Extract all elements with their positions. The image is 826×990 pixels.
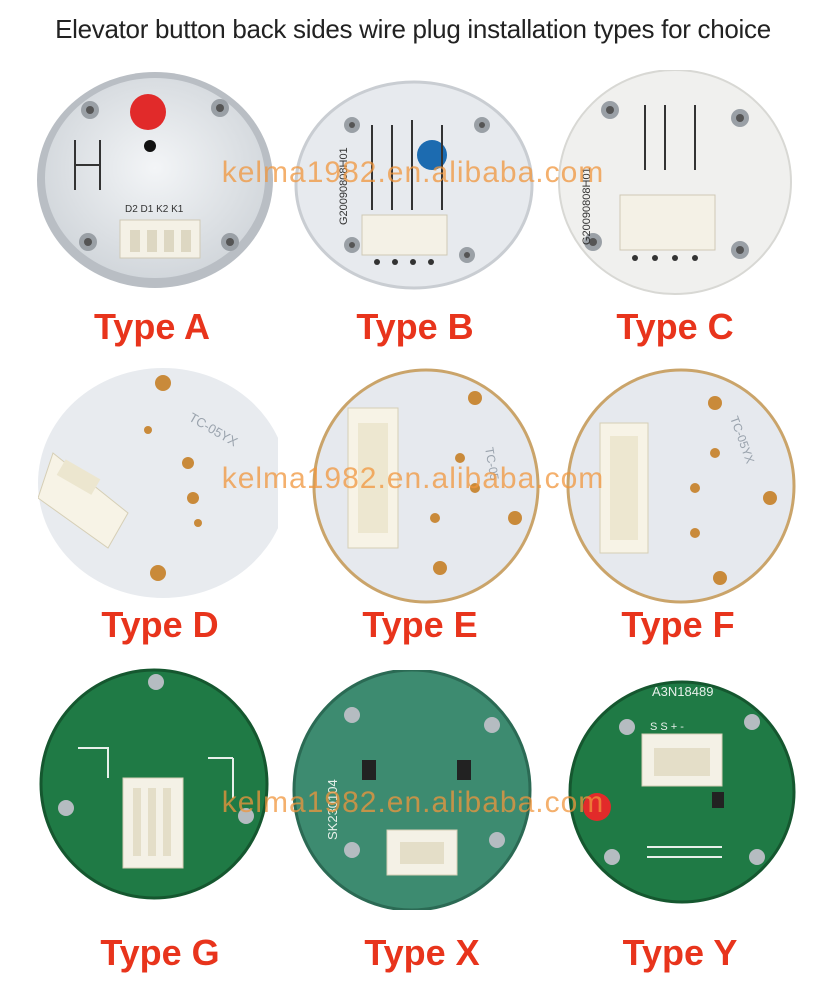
photo-type-b: G20090808H01 [292,80,537,295]
label-type-e: Type E [362,604,478,645]
photo-type-f: TC-05YX [565,368,797,604]
y-pin-marks: S S + - [650,721,684,733]
photo-type-a: D2 D1 K2 K1 [30,70,275,295]
label-type-y: Type Y [622,932,738,973]
label-type-b: Type B [356,306,474,347]
photo-type-g [38,668,270,900]
b-board-code: G20090808H01 [338,147,350,225]
label-type-a: Type A [93,306,210,347]
photo-type-x: SK230104 [292,670,534,910]
photo-type-c: G20090808H01 [555,70,795,300]
y-board-code: A3N18489 [652,684,713,699]
e-board-code: TC-05 [482,446,502,482]
photo-type-e: TC-05 [310,368,542,604]
photo-type-y: A3N18489 S S + - [562,672,802,904]
photo-type-d: TC-05YX [38,368,278,598]
page-title: Elevator button back sides wire plug ins… [55,14,771,44]
c-board-code: G20090808H01 [581,167,593,245]
label-type-f: Type F [621,604,735,645]
label-type-x: Type X [364,932,480,973]
x-board-code: SK230104 [325,779,340,840]
label-type-g: Type G [100,932,220,973]
label-type-d: Type D [101,604,219,645]
a-pin-marks: D2 D1 K2 K1 [125,204,184,215]
label-type-c: Type C [616,306,734,347]
